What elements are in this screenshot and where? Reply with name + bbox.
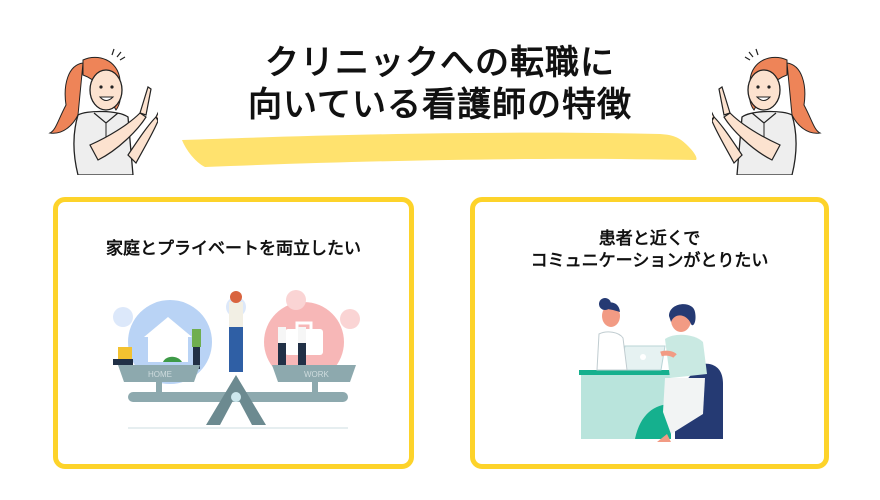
page-title: クリニックへの転職に 向いている看護師の特徴: [150, 42, 730, 126]
work-life-balance-scale-icon: HOME WORK: [108, 287, 368, 432]
woman-pointing-left-icon: [700, 25, 842, 176]
nurse-patient-consultation-icon: [575, 294, 735, 444]
woman-pointing-right-icon: [28, 25, 170, 176]
card-title-line-2: コミュニケーションがとりたい: [530, 251, 769, 271]
highlight-brush-stroke: [180, 130, 700, 168]
card-title-line-1: 患者と近くで: [598, 229, 701, 249]
home-label: HOME: [148, 370, 172, 379]
card-title: 家庭とプライベートを両立したい: [106, 239, 361, 259]
title-line-2: 向いている看護師の特徴: [248, 85, 632, 125]
card-patient-communication: 患者と近くで コミュニケーションがとりたい: [470, 197, 829, 469]
title-line-1: クリニックへの転職に: [265, 43, 615, 83]
work-label: WORK: [304, 370, 330, 379]
card-work-life-balance: 家庭とプライベートを両立したい HOME WORK: [53, 197, 414, 469]
